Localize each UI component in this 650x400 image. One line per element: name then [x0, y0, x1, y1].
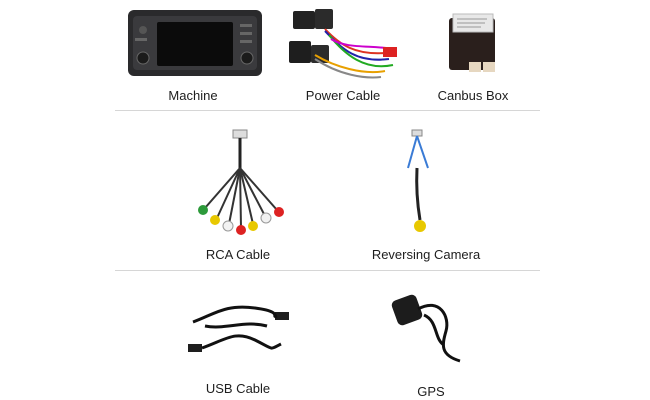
item-label: Machine [168, 88, 218, 103]
item-label: RCA Cable [205, 247, 271, 262]
row-divider [115, 110, 540, 111]
canbus-decoder-box-icon [449, 13, 495, 72]
item-label: Power Cable [305, 88, 381, 103]
item-label: Reversing Camera [371, 247, 481, 262]
row-divider [115, 270, 540, 271]
rca-cable-bundle-icon [198, 129, 284, 235]
item-label: Canbus Box [437, 88, 509, 103]
car-stereo-head-unit-icon [128, 10, 262, 76]
usb-cable-pair-icon [188, 305, 289, 352]
gps-antenna-icon [391, 294, 461, 363]
reversing-camera-cable-icon [407, 129, 429, 232]
item-label: GPS [417, 384, 445, 399]
wiring-harness-icon [289, 9, 397, 79]
item-label: USB Cable [205, 381, 271, 396]
